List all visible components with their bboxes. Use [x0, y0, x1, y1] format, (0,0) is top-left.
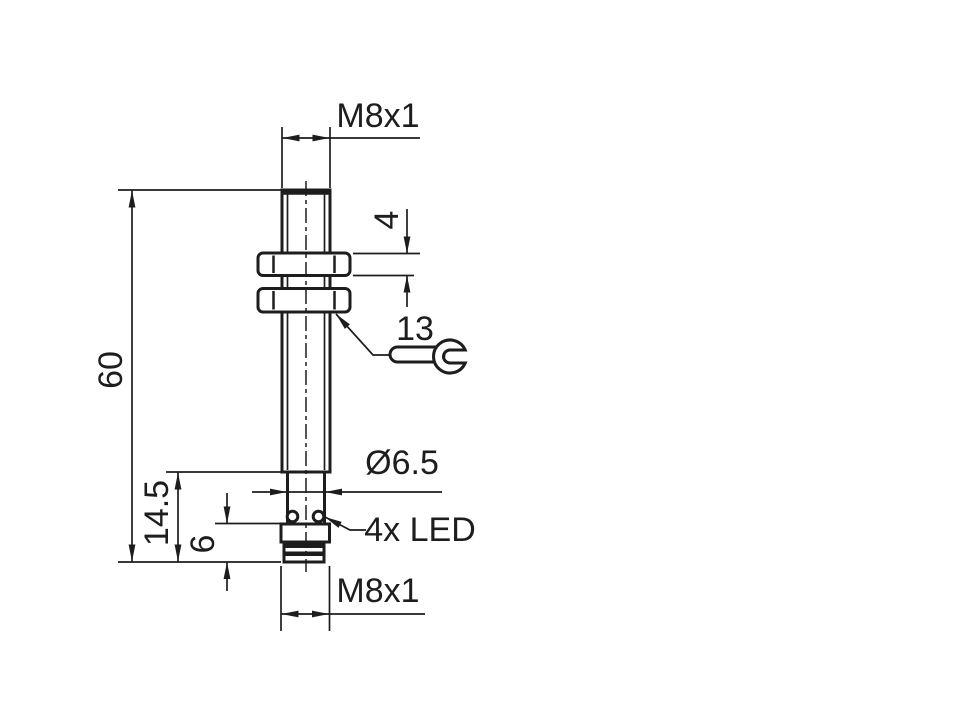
dim-label-led: 4x LED — [364, 511, 476, 549]
dim-label-wrench-size: 13 — [396, 310, 434, 348]
dimension-overall-length: 60 — [92, 189, 282, 563]
dimension-connector-length: 6 — [184, 493, 281, 591]
led-callout: 4x LED — [324, 511, 476, 549]
sensor-body — [256, 188, 352, 564]
dimension-thread-bottom: M8x1 — [280, 566, 425, 631]
dim-label-overall-length: 60 — [92, 351, 130, 389]
dimension-tip-diameter: Ø6.5 — [252, 444, 442, 496]
dimension-thread-top: M8x1 — [281, 97, 420, 188]
dim-label-tip-diameter: Ø6.5 — [365, 444, 439, 482]
dim-label-connector-length: 6 — [184, 535, 222, 554]
dimension-rear-length: 14.5 — [138, 471, 283, 562]
led-window-right — [311, 509, 326, 524]
dim-label-nut-height: 4 — [368, 211, 406, 230]
dim-label-thread-bottom: M8x1 — [336, 572, 419, 610]
open-end-wrench-icon — [432, 338, 468, 375]
hex-nut-lower — [256, 287, 352, 314]
dimension-nut-height: 4 — [353, 209, 420, 307]
wrench-callout: 13 — [335, 310, 468, 375]
led-window-left — [285, 509, 300, 524]
dim-label-thread-top: M8x1 — [336, 97, 419, 135]
dim-label-rear-length: 14.5 — [138, 480, 176, 546]
hex-nut-upper — [256, 251, 352, 277]
